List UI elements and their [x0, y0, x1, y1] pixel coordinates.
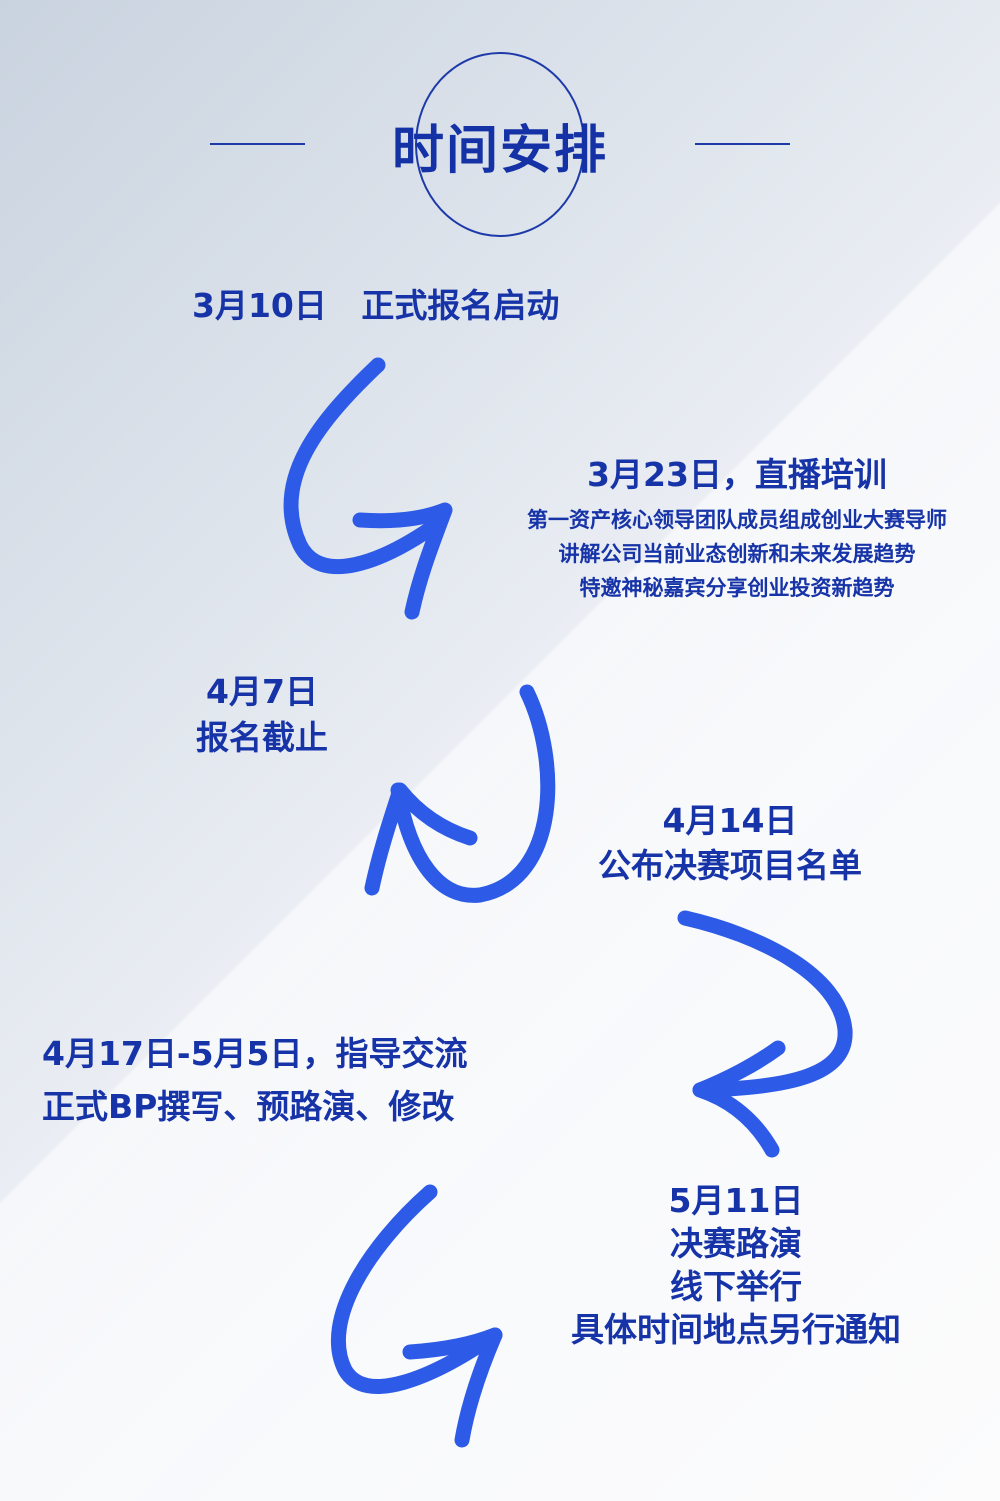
event-registration-deadline-date: 4月7日 — [206, 672, 318, 711]
event-finalist-list-label: 公布决赛项目名单 — [598, 846, 862, 885]
event-final-roadshow-notice: 具体时间地点另行通知 — [571, 1310, 901, 1349]
page-title: 时间安排 — [391, 121, 608, 181]
event-final-roadshow-label: 决赛路演 — [670, 1224, 802, 1263]
event-finalist-list-date: 4月14日 — [662, 801, 798, 840]
event-final-roadshow-date: 5月11日 — [668, 1181, 804, 1220]
arrow-2-icon — [364, 684, 556, 903]
title-rule-right — [695, 143, 790, 145]
event-registration-start: 3月10日 正式报名启动 — [192, 286, 560, 325]
event-registration-deadline-label: 报名截止 — [196, 718, 328, 757]
arrow-1-icon — [283, 357, 453, 620]
event-guidance-detail: 正式BP撰写、预路演、修改 — [42, 1087, 455, 1126]
event-live-training-detail-2: 讲解公司当前业态创新和未来发展趋势 — [558, 542, 916, 566]
event-live-training-heading: 3月23日，直播培训 — [587, 455, 887, 494]
arrow-3-icon — [677, 910, 853, 1158]
title-circle — [415, 52, 585, 237]
event-live-training-detail-3: 特邀神秘嘉宾分享创业投资新趋势 — [579, 576, 895, 600]
event-final-roadshow-offline: 线下举行 — [670, 1267, 802, 1306]
arrow-4-icon — [330, 1184, 503, 1448]
title-rule-left — [210, 143, 305, 145]
event-guidance-heading: 4月17日-5月5日，指导交流 — [42, 1034, 468, 1073]
event-live-training-detail-1: 第一资产核心领导团队成员组成创业大赛导师 — [527, 508, 947, 532]
